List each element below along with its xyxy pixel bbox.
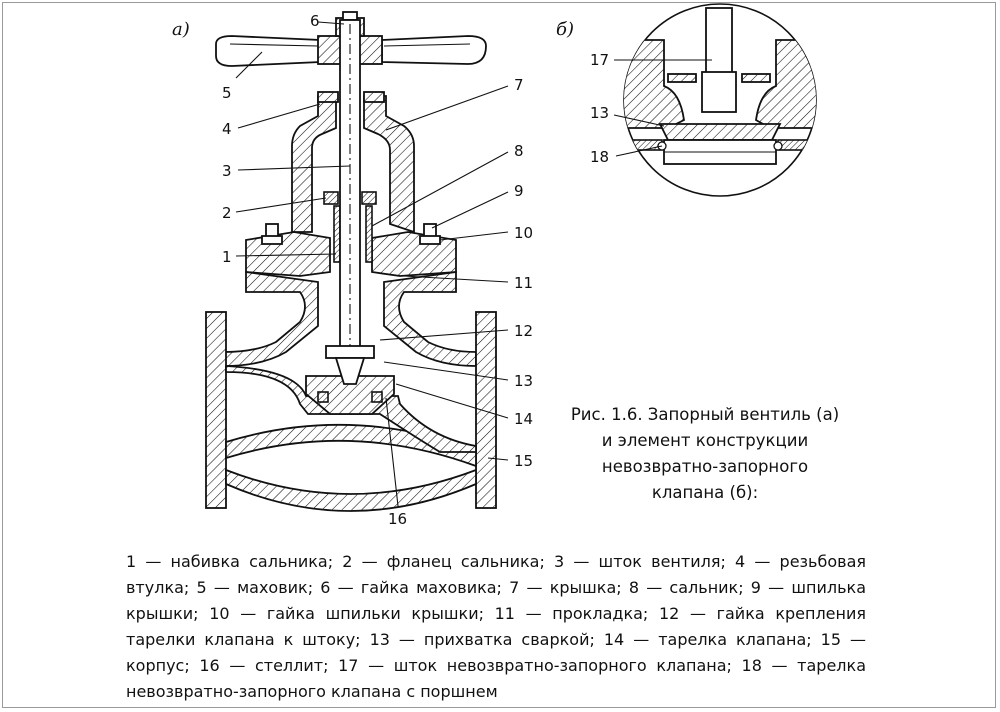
gland-flange: [323, 191, 339, 205]
label-2: 2: [222, 204, 232, 222]
bonnet: [291, 91, 415, 234]
handwheel: [215, 35, 487, 67]
label-12: 12: [514, 322, 533, 340]
globe-valve-drawing: а) 6 5 4 3 2 1 7 8 9 10 11 12 13 14 15 1…: [172, 11, 533, 528]
label-7: 7: [514, 76, 524, 94]
label-11: 11: [514, 274, 533, 292]
label-15: 15: [514, 452, 533, 470]
label-8: 8: [514, 142, 524, 160]
figure-legend: 1 — набивка сальника; 2 — фланец сальник…: [126, 552, 866, 701]
label-13b: 13: [590, 104, 609, 122]
label-17: 17: [590, 51, 609, 69]
label-4: 4: [222, 120, 232, 138]
figure-caption: Рис. 1.6. Запорный вентиль (а) и элемент…: [570, 405, 840, 502]
check-valve-detail: б) 17 13 18: [556, 3, 817, 197]
panel-label-b: б): [556, 19, 574, 40]
label-3: 3: [222, 162, 232, 180]
label-14: 14: [514, 410, 533, 428]
label-10: 10: [514, 224, 533, 242]
label-5: 5: [222, 84, 232, 102]
label-18: 18: [590, 148, 609, 166]
label-1: 1: [222, 248, 232, 266]
bonnet-studs: [261, 223, 441, 245]
label-6: 6: [310, 12, 320, 30]
label-9: 9: [514, 182, 524, 200]
leader-lines-a: [235, 21, 509, 507]
valve-disc: [305, 345, 395, 415]
label-13: 13: [514, 372, 533, 390]
label-16: 16: [388, 510, 407, 528]
valve-stem: [339, 19, 361, 361]
stellite: [317, 391, 329, 403]
panel-label-a: а): [172, 19, 190, 40]
